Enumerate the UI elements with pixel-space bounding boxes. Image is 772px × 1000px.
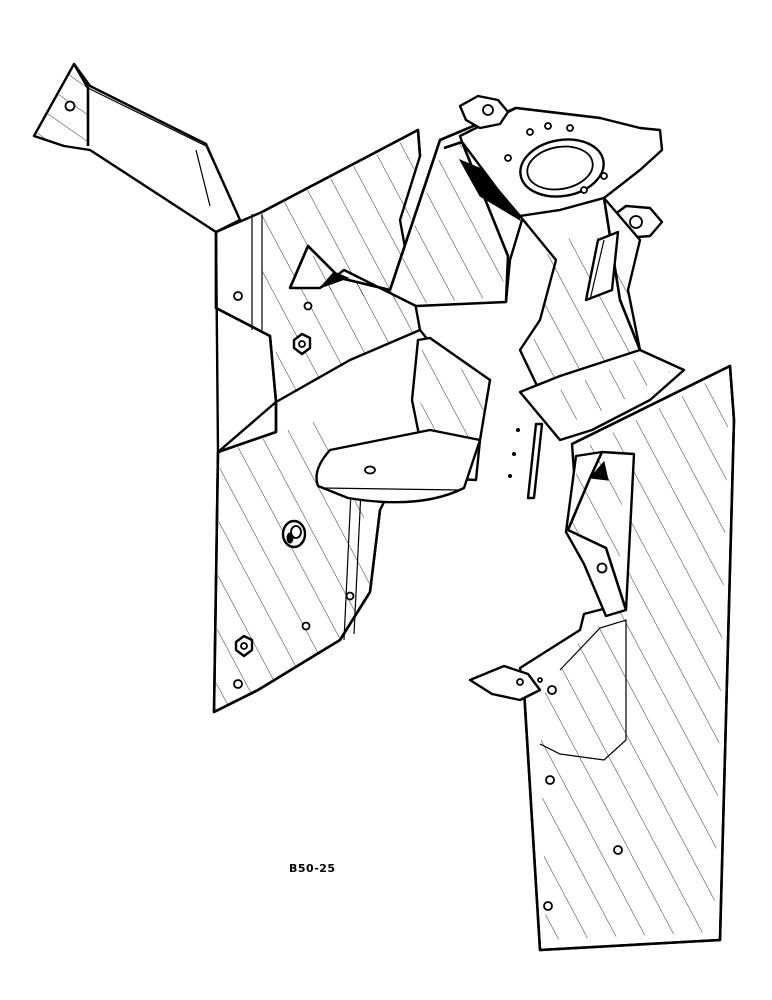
figure-reference-label: B50-25 xyxy=(289,862,336,875)
round-nut xyxy=(281,519,307,549)
lower-tab xyxy=(468,664,542,702)
right-gusset xyxy=(564,450,636,618)
channel-right-leg xyxy=(518,196,642,407)
hex-nut-lower xyxy=(234,634,254,658)
pin-rod xyxy=(508,422,544,500)
l-bracket-foot xyxy=(315,336,492,504)
hex-nut-upper xyxy=(292,332,312,356)
center-shelf xyxy=(518,348,686,442)
upper-left-arm xyxy=(32,62,242,234)
